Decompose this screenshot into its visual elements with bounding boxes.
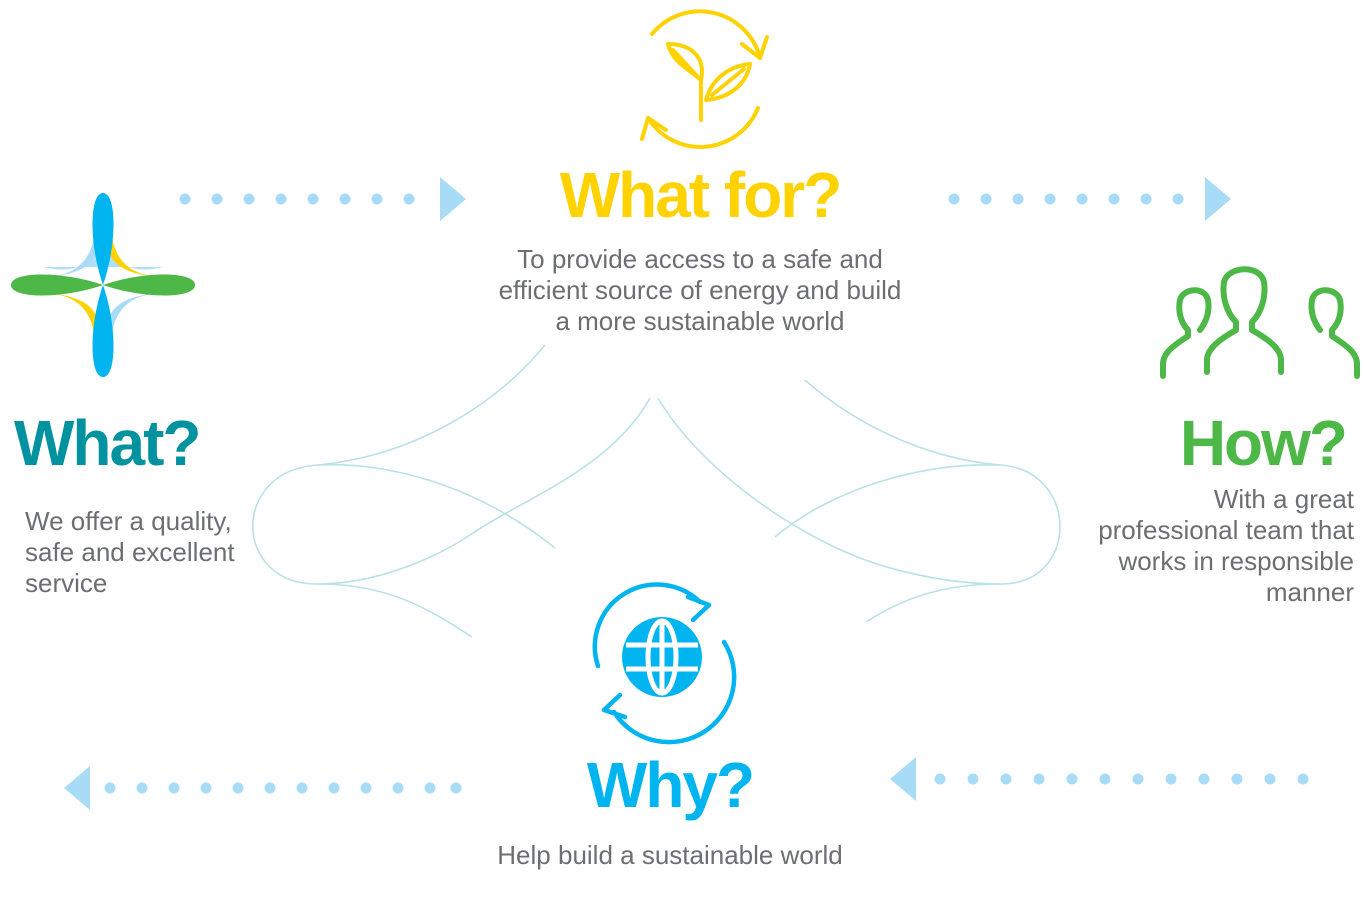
what-for-description: To provide access to a safe and efficien… — [498, 244, 902, 336]
left-loop-upper — [251, 344, 546, 638]
left-loop-lower — [317, 397, 651, 585]
four-point-star-logo-icon — [11, 193, 195, 377]
why-title: Why? — [586, 749, 755, 821]
arrow-what-to-whatfor — [179, 177, 466, 221]
what-title: What? — [14, 407, 201, 479]
what-description: We offer a quality, safe and excellent s… — [25, 506, 235, 598]
arrow-how-to-why — [890, 757, 1309, 801]
left-loop-inner — [317, 463, 556, 549]
globe-cycle-icon — [592, 582, 737, 745]
how-title: How? — [1179, 407, 1348, 479]
right-loop-inner — [774, 463, 1001, 538]
why-description: Help build a sustainable world — [497, 840, 843, 870]
arrow-why-to-what — [64, 766, 462, 810]
how-description: With a great professional team that work… — [1098, 484, 1354, 607]
right-loop-upper — [804, 379, 1061, 623]
team-people-icon — [1160, 266, 1360, 379]
arrow-whatfor-to-how — [948, 177, 1231, 221]
sprout-cycle-icon — [640, 9, 769, 149]
what-for-title: What for? — [559, 159, 843, 231]
right-loop-lower — [657, 397, 1001, 585]
